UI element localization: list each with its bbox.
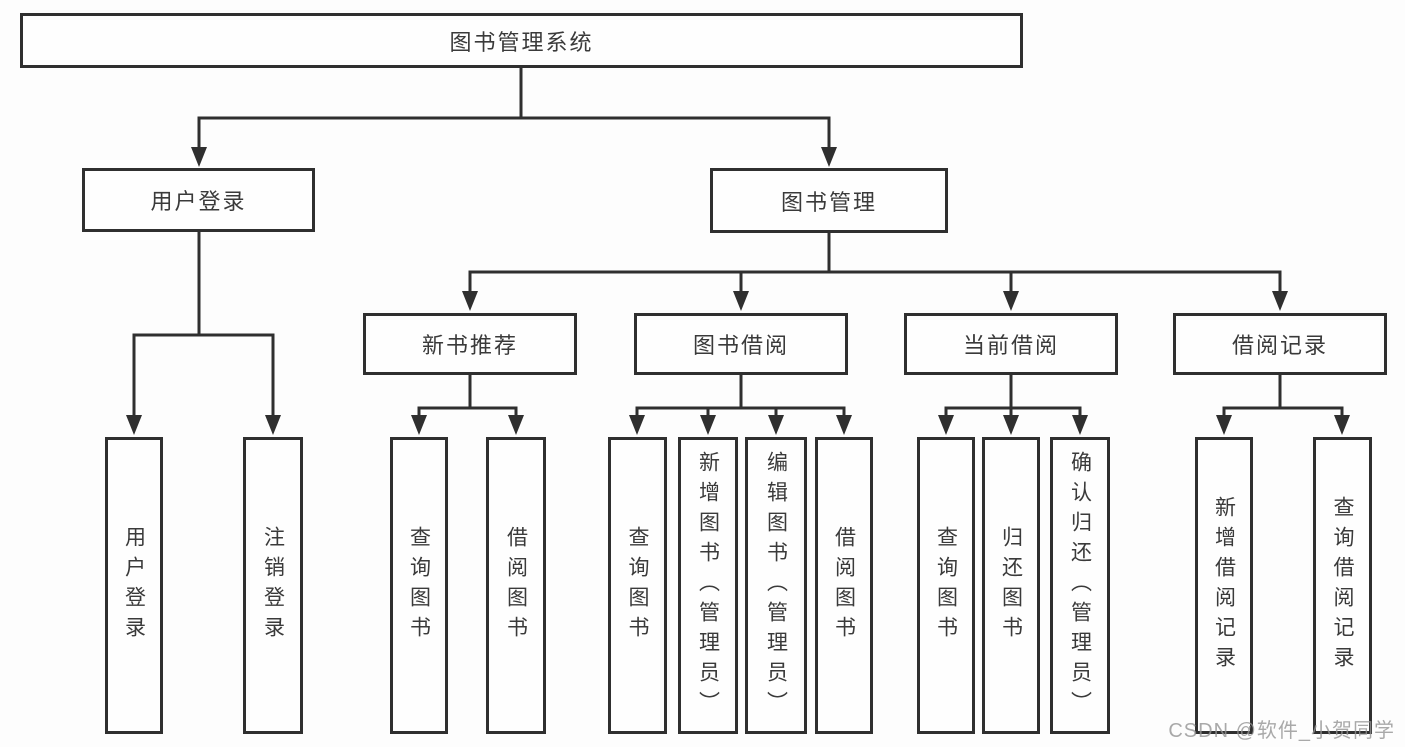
leaf-query-books-recommendation: 查询图书: [390, 437, 448, 734]
node-label: 新书推荐: [421, 333, 518, 358]
leaf-edit-books-admin: 编辑图书（管理员）: [745, 437, 807, 734]
leaf-label: 用户登录: [122, 525, 146, 646]
leaf-borrow-books-borrowing: 借阅图书: [815, 437, 873, 734]
node-label: 图书管理系统: [449, 29, 594, 55]
node-new-book-recommendation: 新书推荐: [363, 313, 577, 375]
node-current-borrowing: 当前借阅: [904, 313, 1118, 375]
leaf-label: 确认归还（管理员）: [1068, 450, 1092, 721]
leaf-label: 查询图书: [626, 525, 649, 646]
leaf-add-borrow-record: 新增借阅记录: [1195, 437, 1253, 734]
leaf-query-books-current: 查询图书: [917, 437, 975, 734]
leaf-label: 编辑图书（管理员）: [764, 450, 788, 721]
leaf-confirm-return-admin: 确认归还（管理员）: [1050, 437, 1110, 734]
leaf-label: 查询图书: [407, 525, 431, 646]
leaf-logout: 注销登录: [243, 437, 303, 734]
leaf-label: 查询借阅记录: [1331, 495, 1354, 676]
node-label: 用户登录: [150, 189, 247, 214]
leaf-label: 归还图书: [999, 525, 1023, 646]
leaf-borrow-books-recommendation: 借阅图书: [486, 437, 546, 734]
node-label: 图书管理: [780, 189, 877, 215]
node-user-login: 用户登录: [82, 168, 315, 232]
leaf-label: 借阅图书: [504, 525, 528, 646]
leaf-label: 借阅图书: [832, 525, 856, 646]
node-book-borrowing: 图书借阅: [634, 313, 848, 375]
leaf-label: 新增借阅记录: [1212, 495, 1236, 676]
leaf-query-borrow-record: 查询借阅记录: [1313, 437, 1372, 734]
leaf-return-books: 归还图书: [982, 437, 1040, 734]
leaf-query-books-borrowing: 查询图书: [608, 437, 667, 734]
node-label: 图书借阅: [692, 333, 789, 358]
node-library-management-system: 图书管理系统: [20, 13, 1023, 68]
node-borrowing-records: 借阅记录: [1173, 313, 1387, 375]
node-label: 借阅记录: [1231, 333, 1328, 358]
leaf-user-login: 用户登录: [105, 437, 163, 734]
leaf-label: 注销登录: [261, 525, 285, 646]
watermark-text: CSDN @软件_小贺同学: [1168, 720, 1395, 742]
node-book-management: 图书管理: [710, 168, 948, 233]
leaf-label: 查询图书: [934, 525, 958, 646]
node-label: 当前借阅: [962, 333, 1059, 358]
leaf-label: 新增图书（管理员）: [696, 450, 720, 721]
leaf-add-books-admin: 新增图书（管理员）: [678, 437, 738, 734]
